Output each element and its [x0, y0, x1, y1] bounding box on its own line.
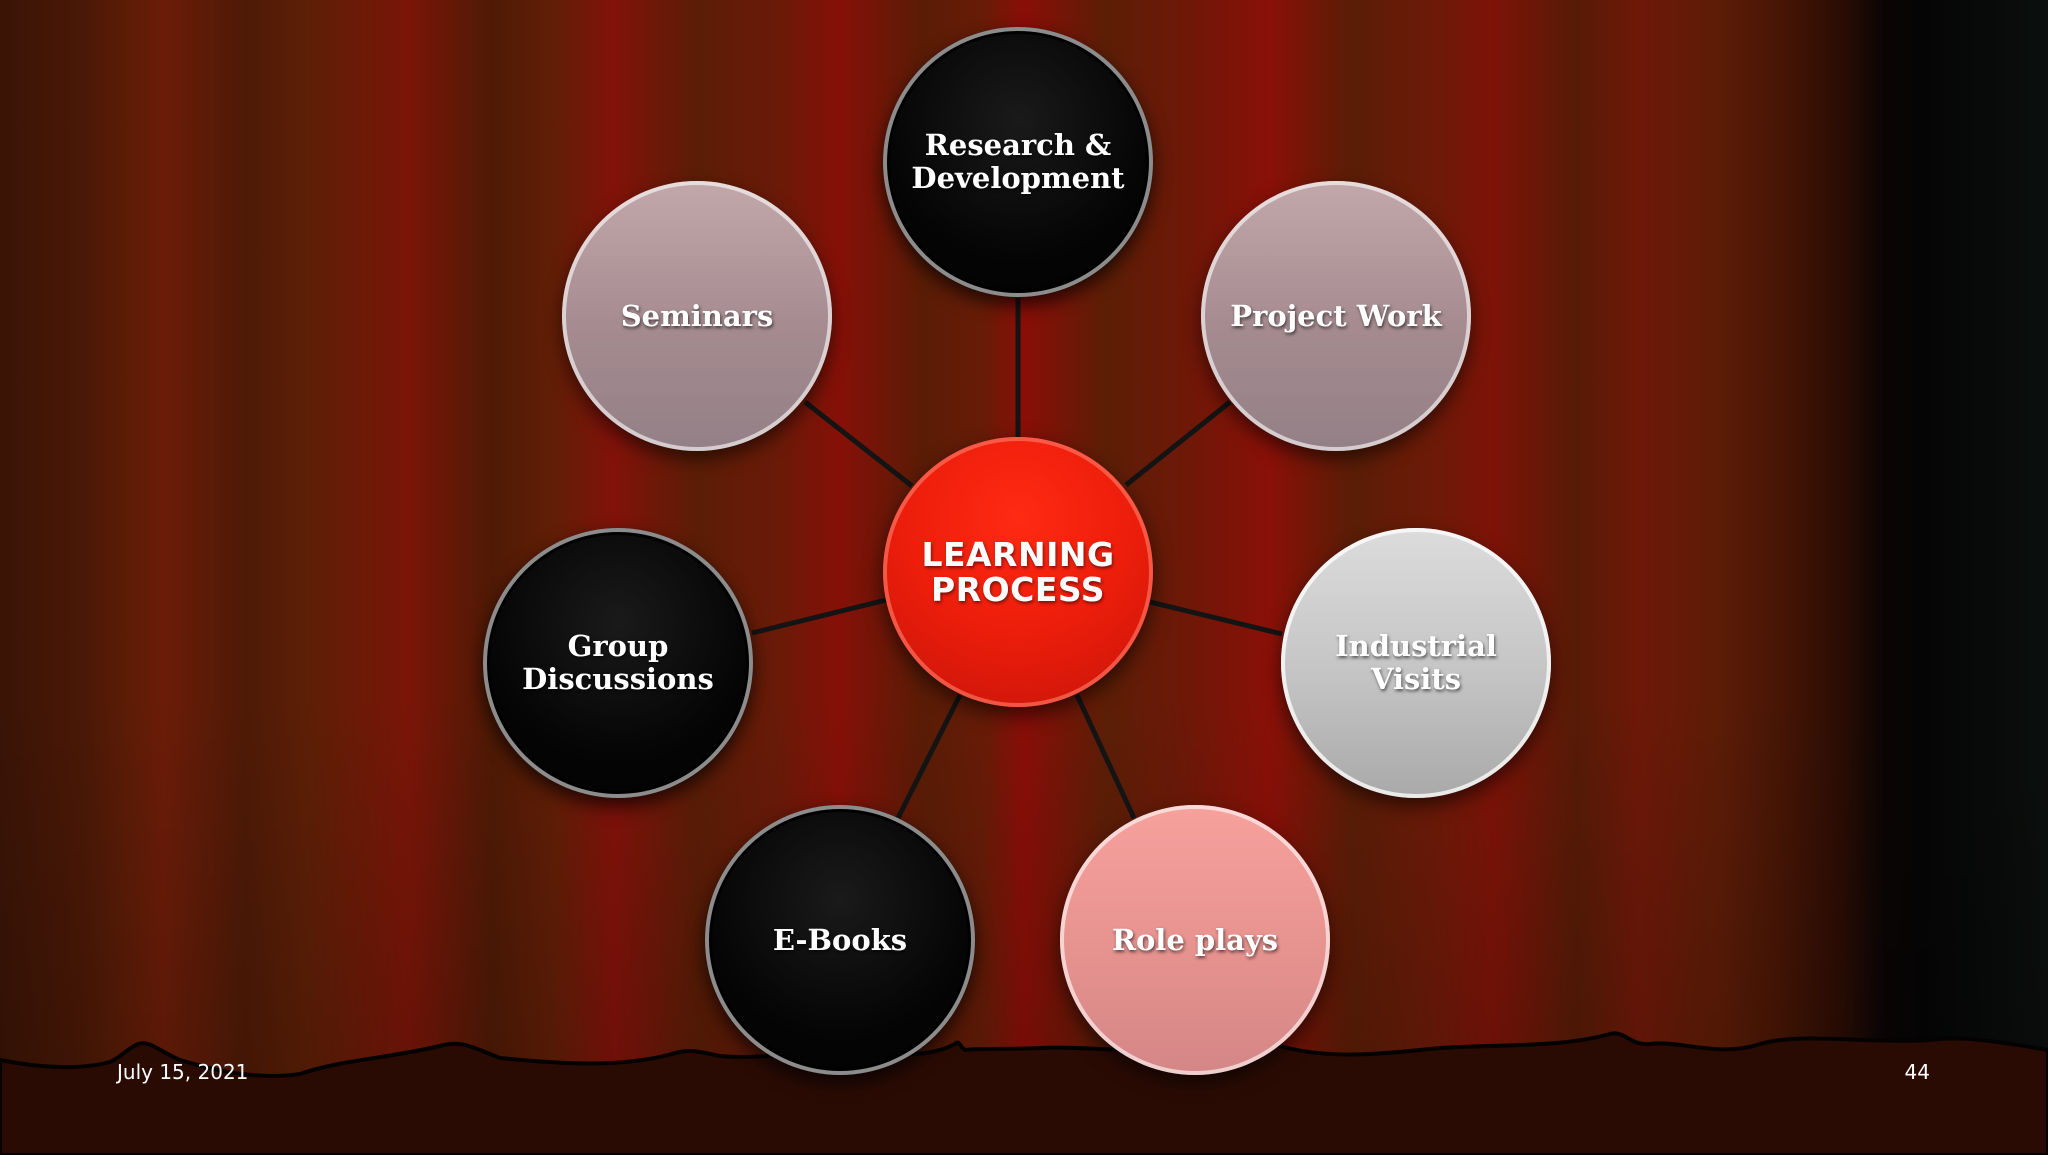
connector-e-books — [895, 693, 963, 820]
node-project-work: Project Work — [1201, 181, 1471, 451]
connector-role-plays — [1074, 693, 1137, 820]
label-line: Group — [567, 629, 669, 663]
node-label: E-Books — [772, 922, 908, 957]
label-line: Discussions — [522, 662, 714, 696]
label-line: Visits — [1370, 662, 1462, 696]
node-group-discussions: Group Discussions — [483, 528, 753, 798]
node-role-plays: Role plays — [1060, 805, 1330, 1075]
node-label: Research & Development — [902, 129, 1134, 195]
label-line: Development — [911, 161, 1125, 195]
label-line: LEARNING — [921, 535, 1115, 574]
node-seminars: Seminars — [562, 181, 832, 451]
connector-industrial-visits — [1149, 599, 1283, 637]
node-label: Industrial Visits — [1300, 630, 1532, 696]
label-line: Industrial — [1335, 629, 1497, 663]
node-label: Role plays — [1111, 922, 1279, 957]
center-label: LEARNING PROCESS — [902, 537, 1134, 607]
label-line: Research & — [924, 128, 1112, 162]
node-label: Project Work — [1230, 298, 1442, 333]
node-industrial-visits: Industrial Visits — [1281, 528, 1551, 798]
connector-project-work — [1124, 400, 1232, 487]
connector-group-discussions — [751, 597, 887, 636]
label-line: PROCESS — [931, 570, 1105, 609]
slide-number: 44 — [1904, 1060, 1930, 1084]
node-research-development: Research & Development — [883, 27, 1153, 297]
footer-date: July 15, 2021 — [117, 1060, 249, 1084]
node-label: Group Discussions — [502, 630, 734, 696]
node-learning-process: LEARNING PROCESS — [883, 437, 1153, 707]
node-label: Seminars — [620, 298, 774, 333]
connector-seminars — [803, 400, 914, 488]
node-e-books: E-Books — [705, 805, 975, 1075]
